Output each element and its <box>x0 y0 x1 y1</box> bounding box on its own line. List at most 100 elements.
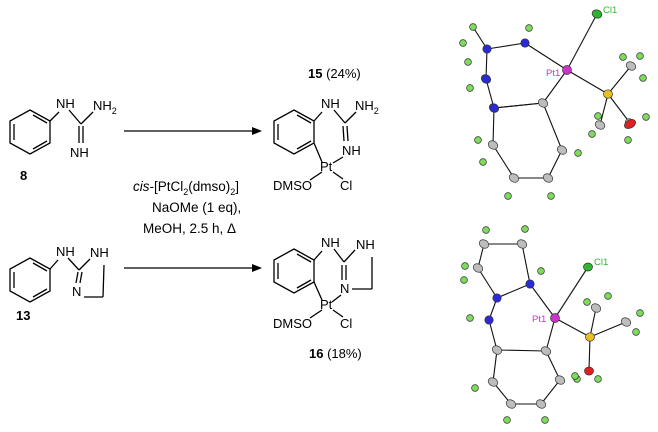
product-16-pt-label: Pt <box>320 297 333 312</box>
xtal2-bonds <box>477 243 627 405</box>
xtal2-carbon-atom <box>554 375 566 385</box>
xtal1-sulfur-atom <box>603 89 613 99</box>
reaction-arrow-2-head <box>252 264 262 272</box>
xtal1-hydrogen-atom <box>459 39 467 47</box>
reactant-8-structure: NH NH2 NH <box>9 96 117 160</box>
compound-number-8: 8 <box>20 168 27 183</box>
xtal1-hydrogen-atom <box>547 192 555 200</box>
reaction-arrow-1-head <box>252 127 262 135</box>
product-15-caption: 15 (24%) <box>308 66 361 81</box>
reactant-8-benzene-ring <box>9 109 51 155</box>
reactant-8-nh-label: NH <box>56 96 75 111</box>
xtal1-hydrogen-atom <box>525 24 533 32</box>
xtal1-nitrogen-atom <box>481 74 491 84</box>
product-16-cl-label: Cl <box>340 316 352 331</box>
product-16-benzene-ring <box>273 248 315 294</box>
product-16-structure: NH NH N Pt DMSO Cl <box>273 235 375 331</box>
xtal1-hydrogen-atom <box>619 53 627 61</box>
xtal1-oxygen-atom <box>624 119 636 129</box>
xtal2-pt-label: Pt1 <box>532 314 546 325</box>
xtal2-carbon-atom <box>505 399 517 409</box>
xtal2-carbon-atom <box>516 239 528 249</box>
xtal1-nitrogen-atom <box>482 44 492 54</box>
product-15-nh-label: NH <box>321 96 340 111</box>
xtal1-hydrogen-atom <box>479 158 487 166</box>
xtal1-cl-label: Cl1 <box>603 5 617 16</box>
xtal1-hydrogen-atom <box>588 130 596 138</box>
xtal2-hydrogen-atom <box>583 298 591 306</box>
reactant-13-ring-nh-label: NH <box>90 245 109 260</box>
reaction-conditions: cis-[PtCl2(dmso)2] NaOMe (1 eq), MeOH, 2… <box>133 179 241 236</box>
product-16-ring-nh-label: NH <box>356 237 375 252</box>
xtal2-hydrogen-atom <box>636 309 644 317</box>
xtal1-nitrogen-atom <box>520 38 530 48</box>
xtal2-oxygen-atom <box>584 366 594 376</box>
xtal1-hydrogen-atom <box>469 23 477 31</box>
product-15-benzene-ring <box>273 109 315 155</box>
xtal2-hydrogen-atom <box>571 372 579 380</box>
xtal2-nitrogen-atom <box>484 315 494 325</box>
compound-number-13: 13 <box>16 308 30 323</box>
xtal1-hydrogen-atom <box>464 58 472 66</box>
xtal1-carbon-atom <box>594 120 606 130</box>
xtal2-hydrogen-atom <box>471 384 479 392</box>
xtal2-hydrogen-atom <box>521 225 529 233</box>
xtal1-carbon-atom <box>542 173 554 183</box>
xtal2-carbon-atom <box>590 303 602 313</box>
xtal1-hydrogen-atom <box>594 112 602 120</box>
conditions-base: NaOMe (1 eq), <box>152 200 241 215</box>
xtal2-nitrogen-atom <box>525 279 535 289</box>
reactant-13-nh-label: NH <box>56 244 75 259</box>
xtal2-carbon-atom <box>487 377 499 387</box>
xtal2-carbon-atom <box>535 399 547 409</box>
xtal2-sulfur-atom <box>585 332 595 342</box>
product-15-nh-right-label: NH <box>342 143 361 158</box>
xtal1-carbon-atom <box>625 61 637 71</box>
crystal-structure-15: Pt1 Cl1 <box>459 5 650 200</box>
xtal2-carbon-atom <box>620 317 632 327</box>
xtal2-carbon-atom <box>478 239 490 249</box>
xtal1-nitrogen-atom <box>489 103 499 113</box>
xtal1-hydrogen-atom <box>639 74 647 82</box>
xtal1-carbon-atom <box>508 173 520 183</box>
xtal2-nitrogen-atom <box>492 293 502 303</box>
product-15-pt-label: Pt <box>320 159 333 174</box>
xtal1-chlorine-atom <box>591 9 603 19</box>
xtal2-hydrogen-atom <box>466 314 474 322</box>
xtal1-hydrogen-atom <box>642 113 650 121</box>
xtal2-hydrogen-atom <box>594 375 602 383</box>
xtal2-carbon-atom <box>472 263 484 273</box>
xtal1-hydrogen-atom <box>624 136 632 144</box>
xtal2-hydrogen-atom <box>460 276 468 284</box>
product-15-structure: NH NH2 NH Pt DMSO Cl <box>273 96 379 193</box>
product-15-dmso-label: DMSO <box>273 178 312 193</box>
reactant-13-benzene-ring <box>9 257 51 303</box>
product-16-dmso-label: DMSO <box>273 316 312 331</box>
xtal2-hydrogen-atom <box>482 226 490 234</box>
xtal1-pt-label: Pt1 <box>546 68 560 79</box>
product-16-nh-label: NH <box>321 235 340 250</box>
xtal1-carbon-atom <box>537 98 549 108</box>
xtal2-carbon-atom <box>540 346 552 356</box>
xtal1-hydrogen-atom <box>466 84 474 92</box>
xtal1-carbon-atom <box>487 140 499 150</box>
xtal2-carbon-atom <box>491 345 503 355</box>
xtal2-hydrogen-atom <box>503 416 511 424</box>
xtal1-hydrogen-atom <box>574 149 582 157</box>
xtal2-hydrogen-atom <box>461 262 469 270</box>
xtal2-hydrogen-atom <box>541 416 549 424</box>
xtal1-hydrogen-atom <box>636 52 644 60</box>
reactant-8-imine-nh-label: NH <box>70 145 89 160</box>
product-16-n-label: N <box>340 281 349 296</box>
reactant-13-structure: NH NH N <box>9 244 109 303</box>
xtal2-chlorine-atom <box>583 262 593 272</box>
xtal2-hydrogen-atom <box>604 292 612 300</box>
conditions-reagent: cis-[PtCl2(dmso)2] <box>133 179 239 197</box>
conditions-solvent-time: MeOH, 2.5 h, Δ <box>143 221 236 236</box>
reactant-8-nh2-label: NH2 <box>93 98 117 116</box>
xtal2-hydrogen-atom <box>537 267 545 275</box>
xtal2-platinum-atom <box>550 313 560 323</box>
